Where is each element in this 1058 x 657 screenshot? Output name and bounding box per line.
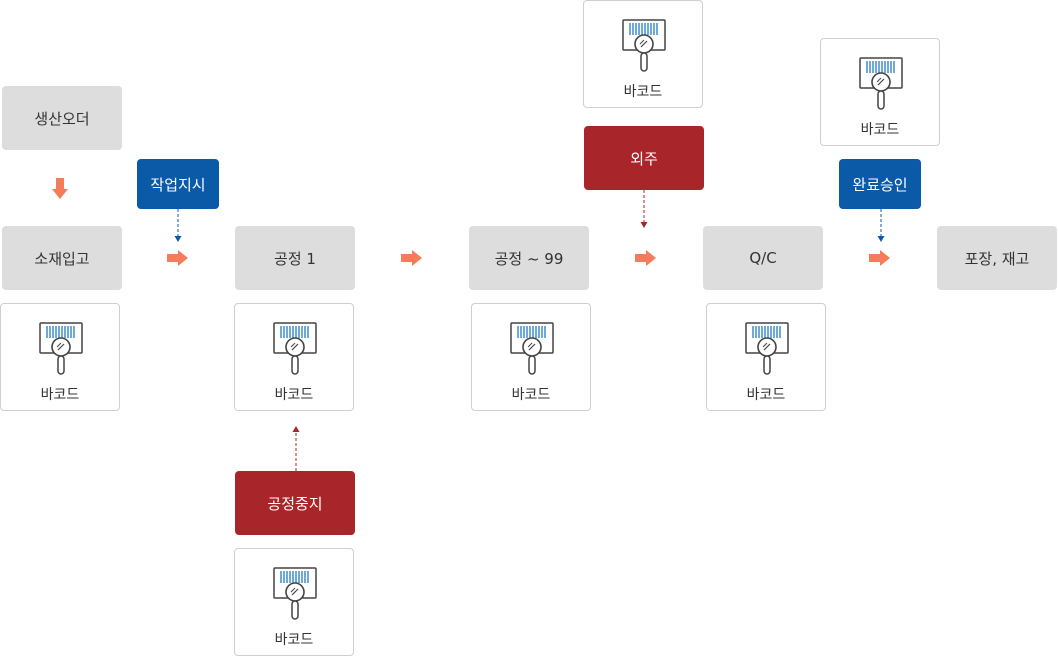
barcode-label: 바코드 [274, 387, 314, 403]
barcode-scanner-icon [39, 322, 83, 375]
barcode-card-completion: 바코드 [820, 38, 940, 146]
flow-arrow-right-1 [167, 250, 188, 266]
node-process-1-label: 공정 1 [274, 249, 316, 268]
node-process-stop-label: 공정중지 [267, 494, 323, 513]
barcode-scanner-icon [859, 57, 903, 110]
barcode-label: 바코드 [511, 387, 551, 403]
node-completion-approval-label: 완료승인 [852, 175, 908, 194]
barcode-scanner-icon [510, 322, 554, 375]
barcode-scanner-icon [745, 322, 789, 375]
barcode-label: 바코드 [746, 387, 786, 403]
node-work-instruction-label: 작업지시 [150, 175, 206, 194]
barcode-card-material-receipt: 바코드 [0, 303, 120, 411]
barcode-card-qc: 바코드 [706, 303, 826, 411]
barcode-label: 바코드 [40, 387, 80, 403]
barcode-scanner-icon [622, 19, 666, 72]
node-qc-label: Q/C [749, 249, 777, 267]
barcode-label: 바코드 [860, 122, 900, 138]
node-process-1: 공정 1 [235, 226, 355, 290]
node-material-receipt: 소재입고 [2, 226, 122, 290]
node-process-stop: 공정중지 [235, 471, 355, 535]
flow-arrow-down [52, 178, 68, 199]
node-packing-inventory: 포장, 재고 [937, 226, 1057, 290]
barcode-card-process-stop: 바코드 [234, 548, 354, 656]
barcode-card-outsourcing: 바코드 [583, 0, 703, 108]
node-production-order-label: 생산오더 [34, 109, 90, 128]
node-work-instruction: 작업지시 [137, 159, 219, 209]
flow-arrow-right-3 [635, 250, 656, 266]
node-outsourcing: 외주 [584, 126, 704, 190]
barcode-card-process-1: 바코드 [234, 303, 354, 411]
node-process-99-label: 공정 ~ 99 [494, 249, 564, 268]
flow-arrow-right-2 [401, 250, 422, 266]
barcode-scanner-icon [273, 322, 317, 375]
node-outsourcing-label: 외주 [630, 149, 658, 168]
node-qc: Q/C [703, 226, 823, 290]
node-process-99: 공정 ~ 99 [469, 226, 589, 290]
barcode-label: 바코드 [623, 84, 663, 100]
node-material-receipt-label: 소재입고 [34, 249, 90, 268]
barcode-scanner-icon [273, 567, 317, 620]
barcode-label: 바코드 [274, 632, 314, 648]
node-packing-inventory-label: 포장, 재고 [964, 249, 1030, 268]
node-production-order: 생산오더 [2, 86, 122, 150]
barcode-card-process-99: 바코드 [471, 303, 591, 411]
flow-arrow-right-4 [869, 250, 890, 266]
node-completion-approval: 완료승인 [839, 159, 921, 209]
